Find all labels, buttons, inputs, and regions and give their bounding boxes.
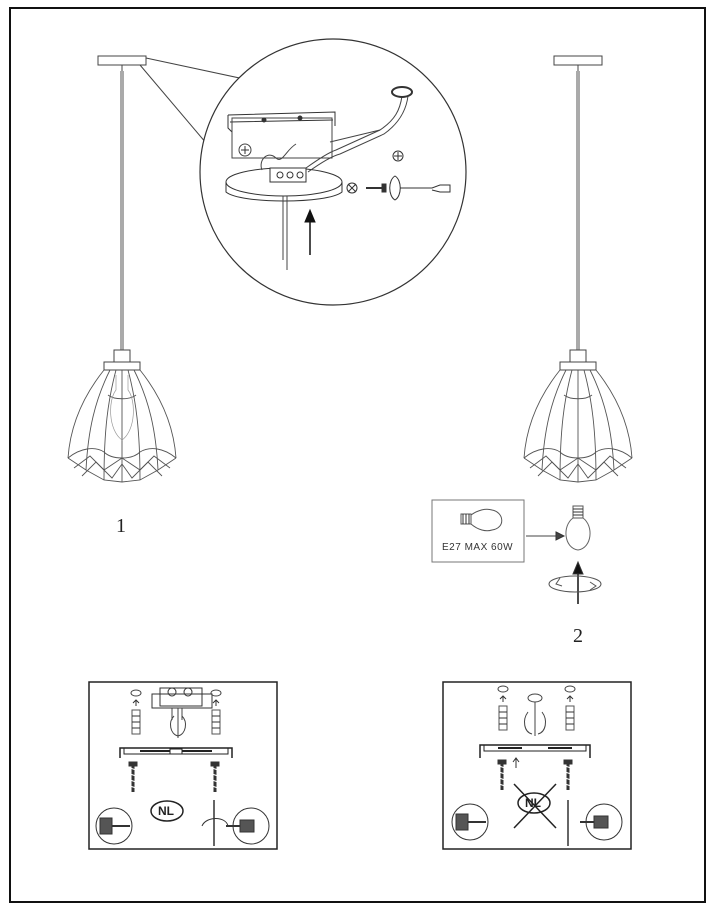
right-nl-badge-crossed: NL xyxy=(525,796,541,810)
left-pendant-lamp xyxy=(67,55,177,483)
canopy-wiring-detail xyxy=(199,38,467,306)
bulb-icon xyxy=(565,505,591,551)
bulb-spec-label: E27 MAX 60W xyxy=(442,542,514,553)
screw-assembly xyxy=(346,175,451,201)
left-mounting-panel xyxy=(88,681,278,850)
instruction-sheet-border xyxy=(9,7,706,903)
rotate-arrow-icon xyxy=(548,560,602,604)
left-nl-badge: NL xyxy=(158,804,174,818)
right-pendant-lamp xyxy=(523,55,633,483)
step-number-1: 1 xyxy=(116,515,126,537)
right-mounting-panel xyxy=(442,681,632,850)
step-number-2: 2 xyxy=(573,625,583,647)
bulb-spec-box xyxy=(431,499,525,563)
